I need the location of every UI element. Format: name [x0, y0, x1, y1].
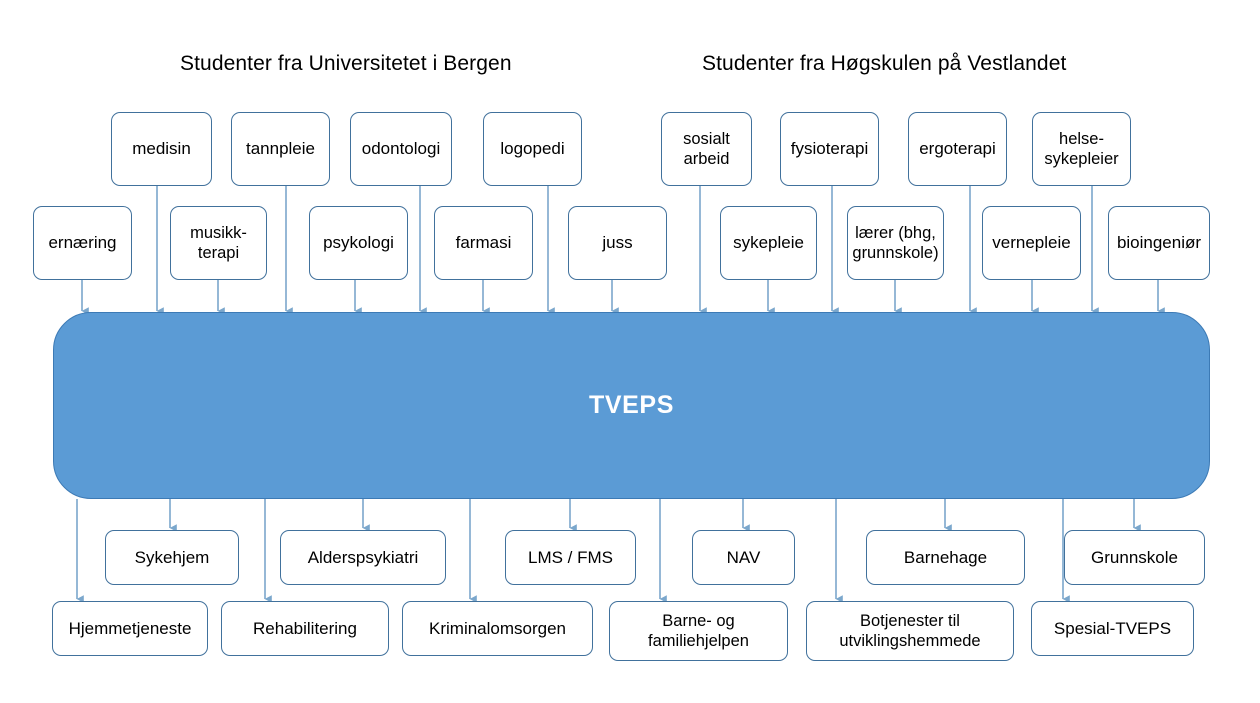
student-program-6[interactable]: ergoterapi	[908, 112, 1007, 186]
student-program-label: fysioterapi	[790, 139, 869, 159]
service-arena-label: LMS / FMS	[527, 547, 613, 567]
student-program-label: juss	[602, 233, 633, 253]
student-program-4[interactable]: juss	[568, 206, 667, 280]
student-program-0[interactable]: medisin	[111, 112, 212, 186]
student-program-7[interactable]: vernepleie	[982, 206, 1081, 280]
student-program-label: bioingeniør	[1116, 233, 1202, 253]
student-program-label: ergoterapi	[919, 139, 996, 159]
student-program-label: tannpleie	[245, 139, 315, 159]
service-arena-0[interactable]: Hjemmetjeneste	[52, 601, 208, 656]
service-arena-label: Hjemmetjeneste	[68, 618, 192, 638]
heading-right: Studenter fra Høgskulen på Vestlandet	[702, 52, 1067, 75]
service-arena-2[interactable]: Kriminalomsorgen	[402, 601, 593, 656]
service-arena-4[interactable]: Barnehage	[866, 530, 1025, 585]
student-program-label: sykepleie	[733, 233, 804, 253]
student-program-8[interactable]: bioingeniør	[1108, 206, 1210, 280]
student-program-7[interactable]: helse-sykepleier	[1032, 112, 1131, 186]
student-program-0[interactable]: ernæring	[33, 206, 132, 280]
student-program-label: lærer (bhg,grunnskole)	[852, 223, 939, 262]
service-arena-1[interactable]: Rehabilitering	[221, 601, 389, 656]
service-arena-label: Barnehage	[903, 547, 988, 567]
student-program-3[interactable]: farmasi	[434, 206, 533, 280]
student-program-label: farmasi	[455, 233, 512, 253]
student-program-1[interactable]: musikk-terapi	[170, 206, 267, 280]
tveps-hub[interactable]: TVEPS	[53, 312, 1210, 499]
student-program-3[interactable]: logopedi	[483, 112, 582, 186]
student-program-label: helse-sykepleier	[1044, 129, 1119, 168]
student-program-label: odontologi	[361, 139, 441, 159]
student-program-2[interactable]: psykologi	[309, 206, 408, 280]
student-program-5[interactable]: fysioterapi	[780, 112, 879, 186]
student-program-label: logopedi	[500, 139, 565, 159]
service-arena-2[interactable]: LMS / FMS	[505, 530, 636, 585]
service-arena-label: NAV	[726, 547, 761, 567]
service-arena-0[interactable]: Sykehjem	[105, 530, 239, 585]
service-arena-5[interactable]: Grunnskole	[1064, 530, 1205, 585]
student-program-label: ernæring	[48, 233, 117, 253]
service-arena-label: Kriminalomsorgen	[429, 618, 566, 638]
heading-left: Studenter fra Universitetet i Bergen	[180, 52, 512, 75]
service-arena-3[interactable]: NAV	[692, 530, 795, 585]
student-program-label: medisin	[132, 139, 191, 159]
student-program-label: musikk-terapi	[190, 223, 247, 262]
student-program-2[interactable]: odontologi	[350, 112, 452, 186]
student-program-label: psykologi	[323, 233, 394, 253]
service-arena-label: Spesial-TVEPS	[1053, 618, 1172, 638]
service-arena-label: Rehabilitering	[253, 618, 357, 638]
student-program-5[interactable]: sykepleie	[720, 206, 817, 280]
student-program-6[interactable]: lærer (bhg,grunnskole)	[847, 206, 944, 280]
service-arena-label: Sykehjem	[134, 547, 210, 567]
student-program-1[interactable]: tannpleie	[231, 112, 330, 186]
service-arena-label: Alderspsykiatri	[307, 547, 419, 567]
service-arena-label: Grunnskole	[1091, 547, 1178, 567]
tveps-hub-label: TVEPS	[589, 391, 674, 419]
student-program-label: vernepleie	[992, 233, 1071, 253]
service-arena-5[interactable]: Spesial-TVEPS	[1031, 601, 1194, 656]
service-arena-1[interactable]: Alderspsykiatri	[280, 530, 446, 585]
